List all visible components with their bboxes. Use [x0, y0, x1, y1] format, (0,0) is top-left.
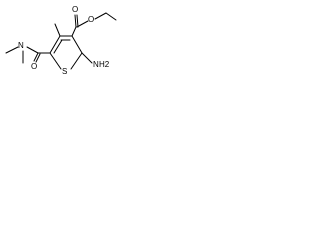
bond-c3-carbonyl — [71, 26, 77, 37]
atom-n-amide: N — [18, 41, 24, 50]
bond-amide-c-o-double-2 — [35, 53, 41, 63]
atom-n-amino: N — [93, 60, 99, 69]
ring-bond-c5-c4 — [49, 35, 61, 54]
bond-carbonyl-o-ether — [76, 20, 89, 28]
bond-n-methyl-left — [5, 46, 19, 54]
bond-carbonyl-o-double-2 — [76, 14, 79, 28]
ring-double-c5-c4-inner — [53, 39, 63, 54]
bond-o-ethyl-ch2 — [94, 12, 107, 20]
ring-bond-c2-s — [70, 52, 83, 70]
bond-carbonyl-o-double-1 — [74, 14, 77, 28]
ring-bond-s-c5 — [49, 52, 62, 70]
atom-h2-amino: H2 — [99, 60, 110, 69]
bond-amide-c-o-double-1 — [33, 52, 39, 62]
bond-amide-c-n — [26, 46, 39, 54]
atom-s-ring: S — [62, 67, 67, 76]
atom-o-ether: O — [88, 15, 94, 24]
atom-o-amide: O — [31, 62, 37, 71]
bond-c4-methyl — [54, 23, 61, 37]
bond-c2-amino — [81, 52, 93, 64]
molecule-canvas: O O S N H2 N O — [0, 0, 130, 100]
bond-ethyl-ch2-ch3 — [105, 12, 117, 21]
structure-diagram: O O S N H2 N O — [5, 5, 117, 76]
ring-bond-c3-c2 — [71, 35, 83, 54]
atom-o-carbonyl-ester: O — [72, 5, 78, 14]
